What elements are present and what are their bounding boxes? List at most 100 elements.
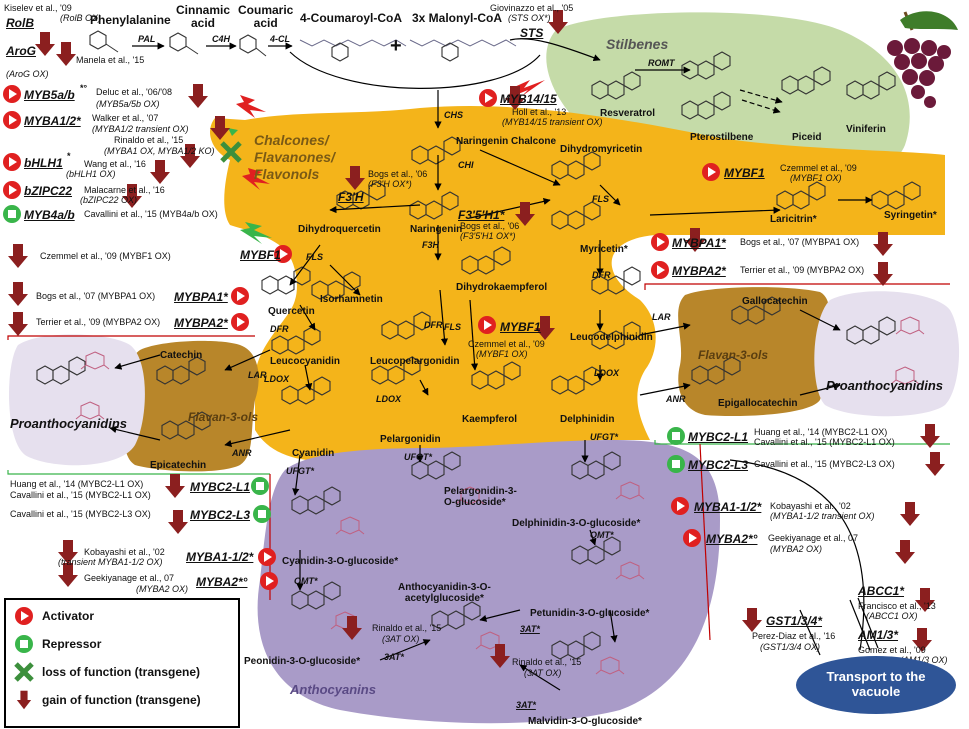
enzyme-chi: CHI	[458, 160, 474, 170]
plus-sign: +	[390, 35, 402, 57]
citation-kiselev: Kiselev et al., '09	[4, 3, 72, 13]
citation-perez-note: (GST1/3/4 OX)	[760, 642, 821, 652]
citation-francisco-note: (ABCC1 OX)	[866, 611, 918, 621]
compound-epigallocatechin: Epigallocatechin	[718, 398, 798, 409]
enzyme-pal: PAL	[138, 34, 156, 44]
enzyme-f3h: F3H	[422, 240, 440, 250]
enzyme-fls-1: FLS	[306, 252, 323, 262]
malonyl-coa-label: 3x Malonyl-CoA	[412, 11, 503, 25]
legend-repressor: Repressor	[14, 634, 101, 654]
legend-loss-label: loss of function (transgene)	[42, 665, 201, 679]
gene-mybf1-b: MYBF1	[724, 166, 765, 180]
compound-gallocatechin: Gallocatechin	[742, 296, 808, 307]
compound-viniferin: Viniferin	[846, 124, 886, 135]
citation-gomez-note: (AM1/3 OX)	[900, 655, 948, 665]
chalcones-label: Chalcones/ Flavanones/ Flavonols	[254, 132, 335, 182]
citation-geekiyanage-right: Geekiyanage et al., 07	[768, 533, 859, 543]
compound-pelargonidin-3-o-glucoside: Pelargonidin-3- O-glucoside*	[444, 486, 517, 508]
gene-mybc2l1-left: MYBC2-L1	[190, 480, 251, 494]
transport-to-vacuole: Transport to the vacuole	[796, 656, 956, 714]
citation-wang-note: (bHLH1 OX)	[66, 169, 116, 179]
enzyme-4cl: 4-CL	[270, 34, 290, 44]
proanthocyanidins-left-region	[8, 334, 145, 466]
citation-giovinazzo: Giovinazzo et al., '05	[490, 3, 574, 13]
citation-cavallini-l3-left: Cavallini et al., '15 (MYBC2-L3 OX)	[10, 509, 151, 519]
citation-rinaldo-c-note: (3AT OX)	[524, 668, 562, 678]
gene-arog: AroG	[6, 44, 36, 58]
gene-mybf1-a: MYBF1	[240, 248, 281, 262]
enzyme-3at-1: 3AT*	[384, 652, 404, 662]
citation-rinaldo-a: Rinaldo et al., '15	[114, 135, 184, 145]
compound-dihydroquercetin: Dihydroquercetin	[298, 224, 381, 235]
gene-mybc2l3-right: MYBC2-L3	[688, 458, 749, 472]
citation-deluc-note: (MYB5a/5b OX)	[96, 99, 160, 109]
citation-bogs-f35h-note: (F3'5'H1 OX*)	[460, 231, 516, 241]
citation-rinaldo-b-note: (3AT OX)	[382, 634, 420, 644]
gene-mybf1-c: MYBF1	[500, 320, 541, 334]
citation-manela: Manela et al., '15	[76, 55, 145, 65]
citation-kobayashi-right: Kobayashi et al., '02	[770, 501, 851, 511]
gene-rolb: RolB	[6, 16, 34, 30]
citation-walker-note: (MYBA1/2 transient OX)	[92, 124, 189, 134]
citation-huang-right: Huang et al., '14 (MYBC2-L1 OX)	[754, 427, 888, 437]
citation-kobayashi-right-note: (MYBA1-1/2 transient OX)	[770, 511, 875, 521]
activator-icon	[15, 607, 33, 625]
loss-of-function-icon	[220, 141, 242, 163]
compound-leucopelargonidin: Leucopelargonidin	[370, 356, 460, 367]
citation-kiselev-note: (RolB OX)	[60, 13, 102, 23]
gene-myb5ab-superscript: *°	[80, 83, 88, 93]
gene-am13: AM1/3*	[858, 628, 899, 642]
compound-resveratrol: Resveratrol	[600, 108, 656, 119]
gene-myba12-right: MYBA1-1/2*	[694, 500, 762, 514]
citation-bogs-f3h-note: (F3'H OX*)	[368, 179, 412, 189]
citation-geekiyanage-left: Geekiyanage et al., 07	[84, 573, 175, 583]
grapes-icon	[887, 11, 958, 108]
enzyme-fls-3: FLS	[444, 322, 461, 332]
flavan-3-ols-left-region	[124, 340, 259, 472]
enzyme-sts: STS	[520, 26, 544, 40]
flavonoid-region	[210, 106, 945, 462]
gene-myb5ab: MYB5a/b	[24, 88, 75, 102]
gene-abcc1: ABCC1*	[858, 584, 905, 598]
flavan-3-ols-right-label: Flavan-3-ols	[698, 348, 769, 362]
gene-mybpa2-left: MYBPA2*	[174, 316, 228, 330]
citation-deluc: Deluc et al., '06/'08	[96, 87, 172, 97]
gene-gst134: GST1/3/4*	[766, 614, 823, 628]
legend: Activator Repressor loss of function (tr…	[4, 598, 240, 728]
enzyme-ldox-1: LDOX	[264, 374, 290, 384]
citation-terrier-left: Terrier et al., '09 (MYBPA2 OX)	[36, 317, 161, 327]
gene-myba12: MYBA1/2*	[24, 114, 81, 128]
coumaroyl-coa-label: 4-Coumaroyl-CoA	[300, 11, 403, 25]
citation-terrier-right: Terrier et al., '09 (MYBPA2 OX)	[740, 265, 865, 275]
enzyme-chs: CHS	[444, 110, 464, 120]
compound-naringenin: Naringenin	[410, 224, 463, 235]
legend-repressor-label: Repressor	[42, 637, 102, 651]
gene-myba12-left: MYBA1-1/2*	[186, 550, 254, 564]
loss-of-function-icon	[14, 662, 34, 682]
compound-myricetin: Myricetin*	[580, 244, 628, 255]
compound-leucocyanidin: Leucocyanidin	[270, 356, 341, 367]
gene-bhlh1-superscript: *	[67, 151, 71, 161]
citation-czemmel-a: Czemmel et al., '09	[780, 163, 857, 173]
gene-mybc2l3-left: MYBC2-L3	[190, 508, 251, 522]
cinnamic-acid-label: Cinnamic acid	[176, 3, 231, 30]
gain-of-function-icon	[16, 690, 32, 710]
citation-bogs-f3h: Bogs et al., '06	[368, 169, 428, 179]
gene-myb1415: MYB14/15	[500, 92, 557, 106]
compound-catechin: Catechin	[160, 350, 203, 361]
compound-dihydrokaempferol: Dihydrokaempferol	[456, 282, 548, 293]
enzyme-3at-3: 3AT*	[516, 700, 536, 710]
citation-czemmel-c-note: (MYBF1 OX)	[476, 349, 528, 359]
anthocyanin-region	[257, 440, 720, 724]
compound-dihydromyricetin: Dihydromyricetin	[560, 144, 643, 155]
enzyme-ldox-3: LDOX	[594, 368, 620, 378]
compound-syringetin: Syringetin*	[884, 210, 937, 221]
citation-rinaldo-b: Rinaldo et al., '15	[372, 623, 442, 633]
compound-anthocyanidin-3-o-acetylglucoside: Anthocyanidin-3-O- acetylglucoside*	[398, 582, 491, 604]
citation-holl: Holl et al., '13	[512, 107, 567, 117]
phenylalanine-label: Phenylalanine	[90, 13, 171, 27]
citation-giovinazzo-note: (STS OX*)	[508, 13, 551, 23]
gene-myb4ab: MYB4a/b	[24, 208, 75, 222]
citation-geekiyanage-left-note: (MYBA2 OX)	[136, 584, 189, 594]
citation-cavallini-l3-right: Cavallini et al., '15 (MYBC2-L3 OX)	[754, 459, 895, 469]
